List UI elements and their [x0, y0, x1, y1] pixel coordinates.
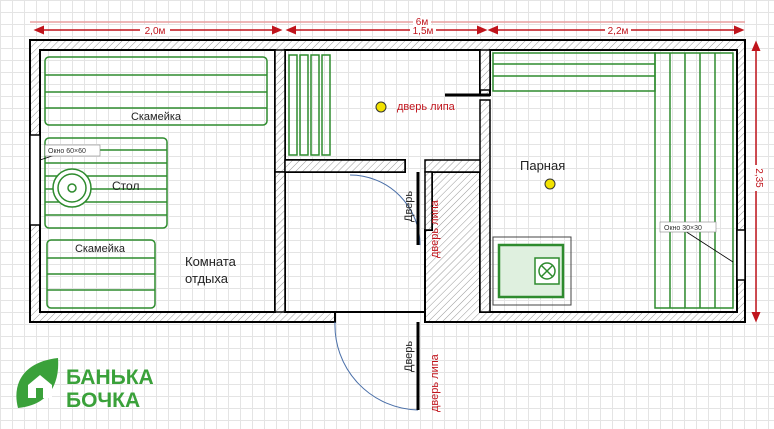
steam-room-label: Парная [520, 158, 565, 173]
dim-left-label: 2,0м [145, 26, 166, 37]
window-left [29, 134, 41, 226]
linden-door-steam-label: дверь липа [397, 101, 456, 113]
vestibule-bench [288, 54, 331, 156]
linden-door-entrance-label: дверь липа [429, 353, 441, 412]
lamp-steam-room [544, 178, 556, 190]
bench-top-label: Скамейка [131, 111, 182, 123]
logo-line1: БАНЬКА [66, 366, 154, 389]
steam-shelves [492, 52, 734, 309]
linden-door-inner-label: дверь липа [429, 199, 441, 258]
dim-total-label: 6м [416, 17, 429, 28]
door-inner-label: Дверь [403, 191, 415, 222]
table-label: Стол [112, 179, 139, 193]
window-right [736, 229, 746, 281]
logo-line2: БОЧКА [66, 389, 140, 412]
door-entrance-label: Дверь [403, 341, 415, 372]
table [44, 137, 168, 229]
bench-bottom-label: Скамейка [75, 243, 126, 255]
walls [29, 39, 746, 323]
furniture [44, 52, 734, 309]
window-right-label: Окно 30×30 [664, 225, 702, 232]
logo: БАНЬКА БОЧКА [16, 358, 154, 412]
dim-middle-label: 1,5м [413, 26, 434, 37]
bench-bottom [46, 239, 156, 309]
door-swing-entrance [334, 321, 419, 411]
rest-room-label-2: отдыха [185, 271, 229, 286]
stove [492, 236, 572, 306]
lamp-vestibule [375, 101, 387, 113]
rest-room-label-1: Комната [185, 254, 237, 269]
window-left-label: Окно 60×60 [48, 148, 86, 155]
bench-top [44, 56, 268, 126]
doors [334, 93, 490, 411]
dim-depth-label: 2,35 [753, 168, 764, 188]
dim-right-label: 2,2м [608, 26, 629, 37]
